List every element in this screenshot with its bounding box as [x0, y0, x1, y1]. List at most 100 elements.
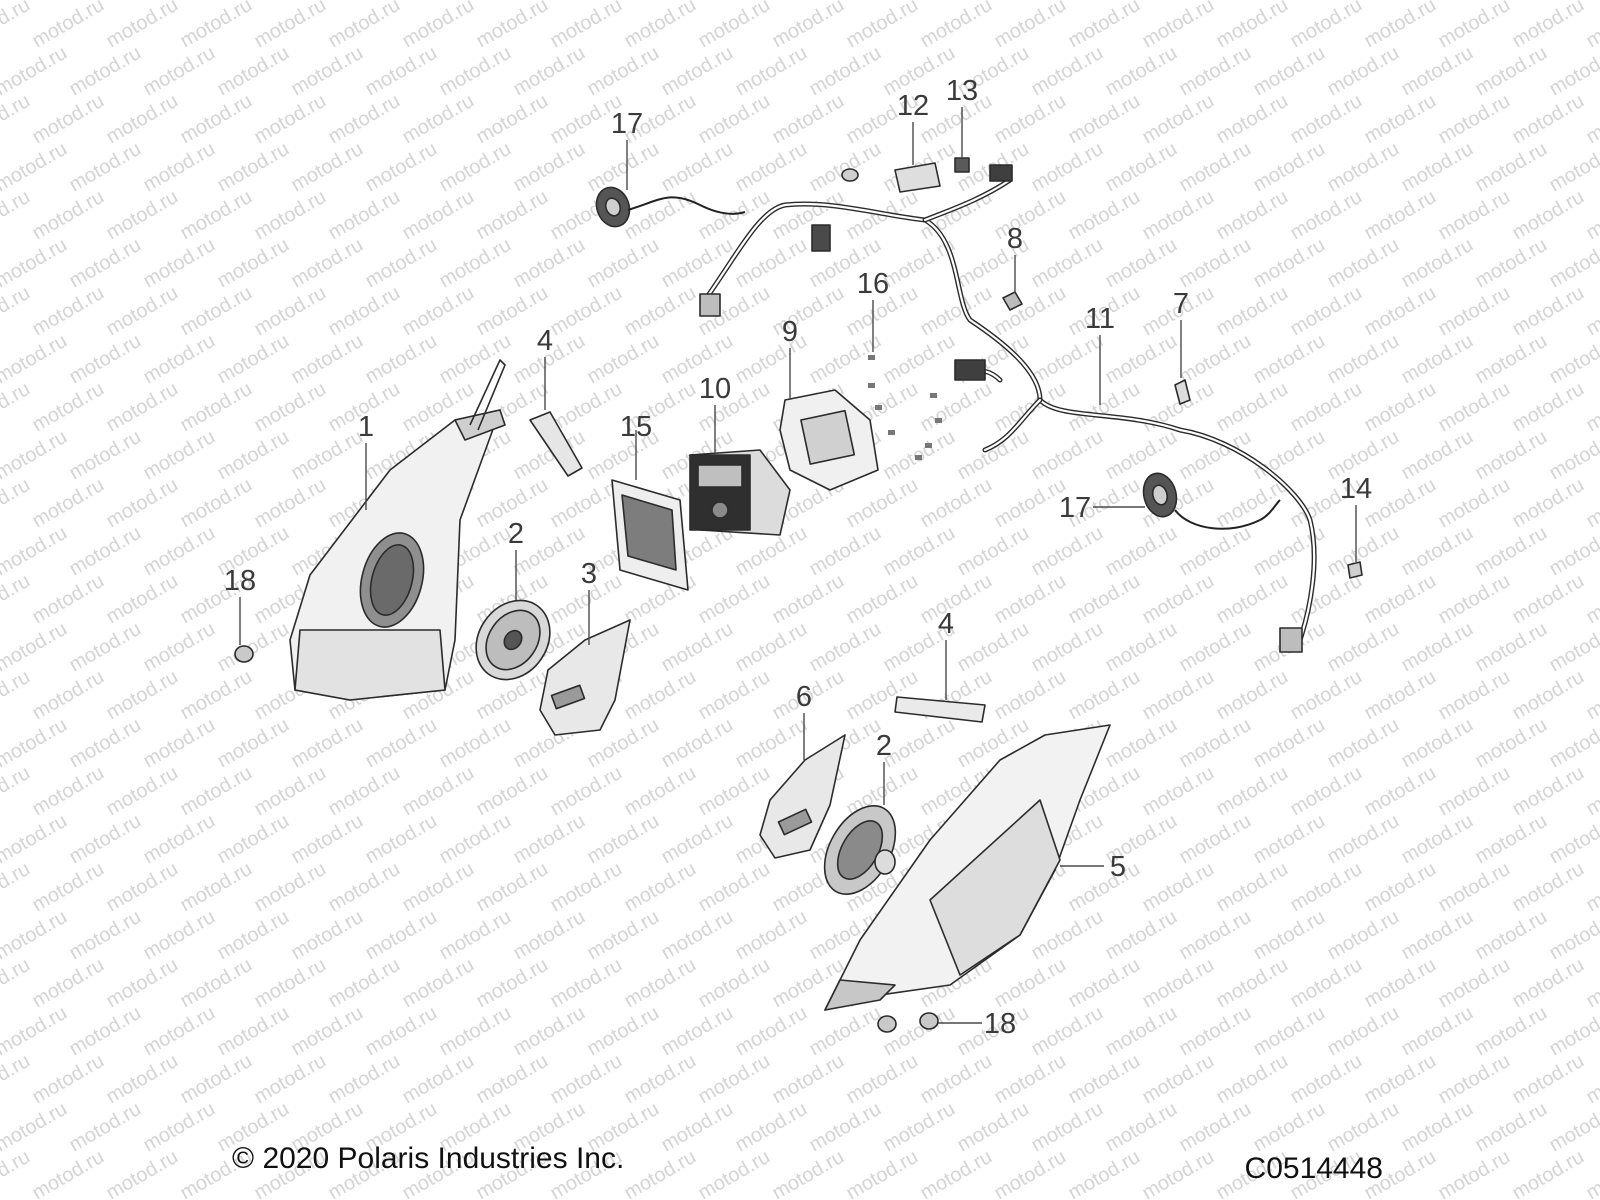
watermark-text: motod.ru	[325, 1050, 404, 1109]
watermark-text: motod.ru	[66, 0, 145, 4]
watermark-text: motod.ru	[658, 1002, 737, 1061]
watermark-text: motod.ru	[584, 234, 663, 293]
watermark-text: motod.ru	[1509, 186, 1588, 245]
watermark-text: motod.ru	[436, 906, 515, 965]
watermark-text: motod.ru	[547, 282, 626, 341]
watermark-text: motod.ru	[1102, 906, 1181, 965]
watermark-text: motod.ru	[1435, 378, 1514, 437]
watermark-text: motod.ru	[732, 330, 811, 389]
watermark-text: motod.ru	[1102, 1002, 1181, 1061]
watermark-text: motod.ru	[214, 714, 293, 773]
watermark-text: motod.ru	[1583, 954, 1600, 1013]
watermark-text: motod.ru	[103, 1146, 182, 1200]
watermark-text: motod.ru	[732, 618, 811, 677]
watermark-text: motod.ru	[1509, 0, 1588, 52]
watermark-text: motod.ru	[1435, 570, 1514, 629]
watermark-text: motod.ru	[1065, 186, 1144, 245]
watermark-text: motod.ru	[1250, 906, 1329, 965]
watermark-text: motod.ru	[66, 1002, 145, 1061]
watermark-text: motod.ru	[0, 234, 71, 293]
watermark-text: motod.ru	[1398, 42, 1477, 101]
watermark-text: motod.ru	[1324, 618, 1403, 677]
watermark-text: motod.ru	[991, 570, 1070, 629]
watermark-text: motod.ru	[991, 666, 1070, 725]
callout-labels: 1 2 3 4 4 5 6 2 7 8 9 10 11 12 13 14 15 …	[224, 75, 1372, 1040]
watermark-text: motod.ru	[214, 42, 293, 101]
watermark-text: motod.ru	[621, 762, 700, 821]
watermark-text: motod.ru	[769, 0, 848, 52]
watermark-text: motod.ru	[1361, 378, 1440, 437]
watermark-text: motod.ru	[399, 1050, 478, 1109]
watermark-text: motod.ru	[66, 810, 145, 869]
watermark-text: motod.ru	[1139, 1050, 1218, 1109]
watermark-text: motod.ru	[473, 90, 552, 149]
part-2-speaker-lower	[823, 805, 897, 895]
watermark-text: motod.ru	[1287, 954, 1366, 1013]
watermark-text: motod.ru	[1583, 666, 1600, 725]
watermark-text: motod.ru	[1213, 282, 1292, 341]
callout-4-upper: 4	[537, 325, 553, 357]
watermark-text: motod.ru	[29, 570, 108, 629]
watermark-text: motod.ru	[29, 1050, 108, 1109]
callout-18-left: 18	[224, 565, 256, 597]
watermark-text: motod.ru	[1250, 0, 1329, 4]
watermark-text: motod.ru	[1250, 426, 1329, 485]
watermark-text: motod.ru	[436, 810, 515, 869]
watermark-text: motod.ru	[1472, 1098, 1551, 1157]
watermark-text: motod.ru	[954, 522, 1033, 581]
watermark-text: motod.ru	[658, 810, 737, 869]
part-18-grommets-lower	[877, 1012, 939, 1033]
watermark-text: motod.ru	[1250, 714, 1329, 773]
watermark-text: motod.ru	[806, 138, 885, 197]
watermark-text: motod.ru	[991, 954, 1070, 1013]
watermark-text: motod.ru	[29, 474, 108, 533]
watermark-text: motod.ru	[399, 762, 478, 821]
watermark-text: motod.ru	[103, 282, 182, 341]
watermark-text: motod.ru	[1139, 186, 1218, 245]
watermark-text: motod.ru	[1250, 234, 1329, 293]
watermark-text: motod.ru	[954, 618, 1033, 677]
watermark-text: motod.ru	[29, 90, 108, 149]
part-11-wiring-harness	[699, 164, 1317, 653]
watermark-text: motod.ru	[140, 330, 219, 389]
watermark-text: motod.ru	[1250, 522, 1329, 581]
watermark-text: motod.ru	[362, 714, 441, 773]
watermark-text: motod.ru	[325, 762, 404, 821]
watermark-text: motod.ru	[1139, 762, 1218, 821]
watermark-text: motod.ru	[510, 234, 589, 293]
watermark-text: motod.ru	[251, 186, 330, 245]
watermark-text: motod.ru	[251, 282, 330, 341]
watermark-text: motod.ru	[880, 330, 959, 389]
watermark-text: motod.ru	[806, 0, 885, 4]
watermark-text: motod.ru	[1398, 618, 1477, 677]
watermark-text: motod.ru	[843, 0, 922, 52]
watermark-text: motod.ru	[399, 954, 478, 1013]
watermark-text: motod.ru	[1583, 1146, 1600, 1200]
watermark-text: motod.ru	[0, 42, 71, 101]
watermark-text: motod.ru	[917, 1146, 996, 1200]
watermark-text: motod.ru	[399, 858, 478, 917]
watermark-text: motod.ru	[1398, 714, 1477, 773]
watermark-text: motod.ru	[1176, 618, 1255, 677]
watermark-text: motod.ru	[473, 762, 552, 821]
watermark-text: motod.ru	[658, 234, 737, 293]
watermark-text: motod.ru	[1583, 90, 1600, 149]
watermark-text: motod.ru	[1102, 1098, 1181, 1157]
watermark-text: motod.ru	[1065, 1050, 1144, 1109]
watermark-text: motod.ru	[1176, 810, 1255, 869]
watermark-text: motod.ru	[1361, 1050, 1440, 1109]
watermark-text: motod.ru	[510, 0, 589, 4]
watermark-text: motod.ru	[1361, 570, 1440, 629]
watermark-text: motod.ru	[584, 906, 663, 965]
watermark-text: motod.ru	[1250, 1002, 1329, 1061]
part-8-clip	[1002, 291, 1023, 311]
watermark-text: motod.ru	[1028, 618, 1107, 677]
watermark-text: motod.ru	[1435, 0, 1514, 52]
watermark-text: motod.ru	[0, 0, 34, 52]
watermark-text: motod.ru	[621, 858, 700, 917]
watermark-text: motod.ru	[658, 714, 737, 773]
watermark-text: motod.ru	[251, 474, 330, 533]
watermark-text: motod.ru	[1287, 570, 1366, 629]
part-4-bracket-lower	[894, 696, 986, 723]
watermark-text: motod.ru	[1102, 234, 1181, 293]
